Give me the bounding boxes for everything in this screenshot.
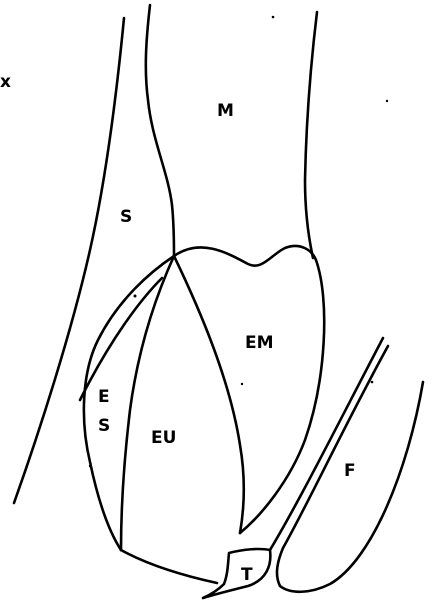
eu-em-boundary-line	[174, 256, 244, 533]
inner-oblique-line	[80, 278, 162, 400]
eu-bottom-curve	[121, 550, 217, 583]
label-f: F	[344, 461, 356, 481]
label-em: EM	[245, 333, 274, 353]
label-eu: EU	[151, 428, 176, 448]
em-top-edge	[174, 246, 316, 266]
label-t: T	[241, 565, 253, 585]
t-shape	[203, 549, 270, 598]
label-s-upper: S	[120, 207, 132, 227]
label-x: x	[0, 72, 11, 92]
label-m: M	[217, 101, 234, 121]
es-eu-boundary-line	[121, 256, 174, 550]
label-s-lower: S	[98, 416, 110, 436]
s-m-boundary-line	[146, 5, 174, 256]
label-e: E	[98, 387, 110, 407]
m-region-right-outline	[305, 12, 317, 258]
